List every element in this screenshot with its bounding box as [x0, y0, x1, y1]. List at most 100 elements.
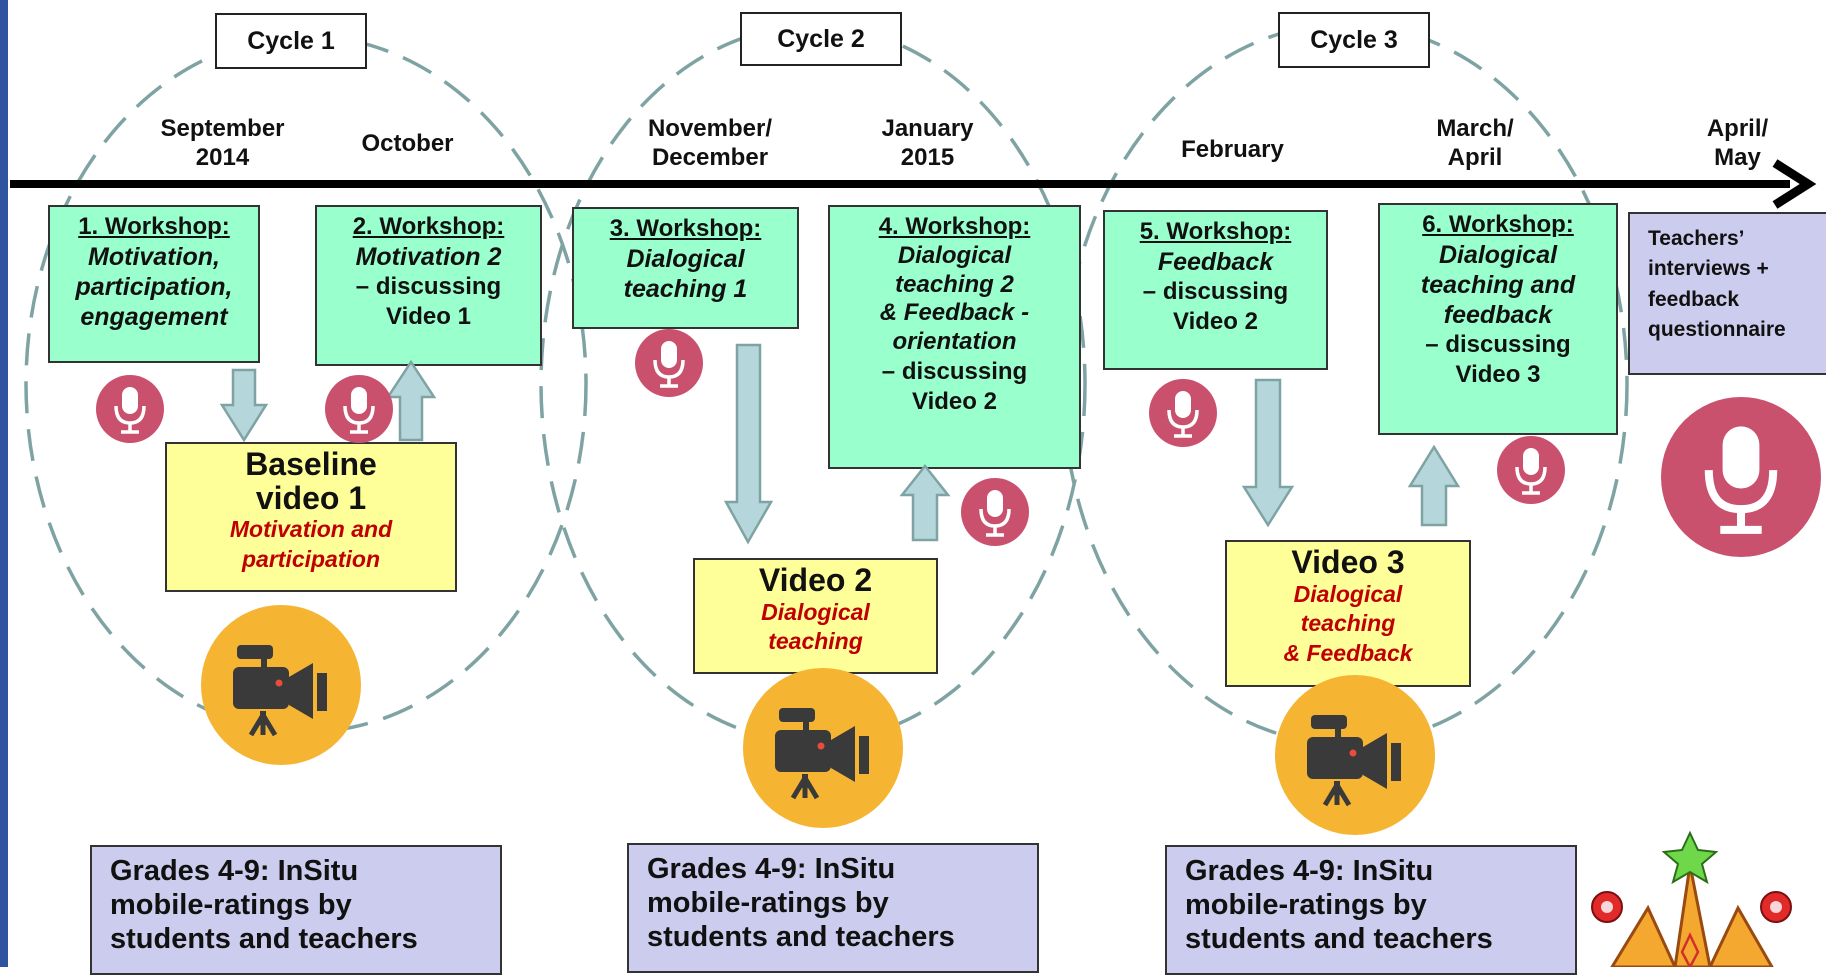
ratings-line: students and teachers [647, 920, 955, 953]
month-line: January [881, 115, 974, 142]
workshop-3-box: 3. Workshop: Dialogical teaching 1 [572, 207, 799, 329]
workshop-2-box: 2. Workshop: Motivation 2 – discussing V… [315, 205, 542, 366]
cycle-1-text: Cycle 1 [247, 26, 335, 55]
ratings-box-cycle-2: Grades 4-9: InSitu mobile-ratings by stu… [627, 843, 1039, 973]
video-subtitle-line: Dialogical [761, 598, 870, 625]
month-line: March/ [1436, 115, 1514, 142]
ratings-line: mobile-ratings by [647, 886, 889, 919]
microphone-icon [1497, 436, 1565, 504]
cycle-3-text: Cycle 3 [1310, 25, 1398, 54]
workshop-subtitle-line: Dialogical [1438, 240, 1558, 269]
month-line: April/ [1706, 115, 1769, 142]
arrow-up-icon [385, 359, 437, 442]
timeline-axis [10, 159, 1817, 209]
interviews-line: Teachers’ [1648, 227, 1745, 250]
month-label-march-april: March/ April [1395, 115, 1555, 173]
workshop-5-box: 5. Workshop: Feedback – discussing Video… [1103, 210, 1328, 370]
ratings-line: students and teachers [110, 922, 418, 955]
workshop-detail-line: Video 2 [1173, 307, 1258, 335]
left-accent-bar [0, 0, 8, 967]
arrow-down-icon [219, 368, 269, 443]
workshop-subtitle-line: engagement [80, 302, 228, 331]
workshop-detail-line: Video 3 [1455, 360, 1541, 388]
video-camera-icon [743, 668, 903, 828]
video-subtitle-line: teaching [1300, 610, 1396, 637]
workshop-subtitle-line: participation, [75, 272, 233, 301]
video-camera-icon [1275, 675, 1435, 835]
workshop-subtitle-line: Dialogical [626, 244, 745, 273]
workshop-subtitle-line: Dialogical [897, 241, 1012, 269]
arrow-down-icon [1241, 378, 1295, 528]
ratings-line: Grades 4-9: InSitu [647, 853, 896, 885]
arrow-down-icon [723, 343, 774, 545]
workshop-title: 6. Workshop [1422, 211, 1566, 238]
workshop-subtitle-line: Motivation 2 [355, 242, 502, 271]
ratings-line: Grades 4-9: InSitu [1185, 855, 1434, 887]
workshop-4-box: 4. Workshop: Dialogical teaching 2 & Fee… [828, 205, 1081, 469]
month-line: October [361, 130, 454, 157]
workshop-subtitle-line: & Feedback - [879, 299, 1030, 327]
interviews-line: feedback [1648, 287, 1740, 311]
ratings-line: mobile-ratings by [110, 888, 352, 921]
month-label-january-2015: January 2015 [845, 115, 1010, 173]
month-line: May [1714, 143, 1761, 171]
ratings-line: mobile-ratings by [1185, 888, 1427, 921]
workshop-title: 2. Workshop [352, 213, 497, 240]
month-line: April [1447, 143, 1503, 171]
workshop-detail-line: – discussing [355, 272, 502, 300]
video-1-box: Baseline video 1 Motivation and particip… [165, 442, 457, 592]
workshop-subtitle-line: Motivation, [88, 242, 220, 271]
arrow-up-icon [899, 463, 951, 542]
workshop-1-box: 1. Workshop: Motivation, participation, … [48, 205, 260, 363]
month-label-february: February [1150, 136, 1315, 165]
month-label-april-may: April/ May [1665, 115, 1810, 173]
workshop-subtitle-line: feedback [1443, 300, 1553, 329]
month-label-september-2014: September 2014 [130, 115, 315, 173]
workshop-6-box: 6. Workshop: Dialogical teaching and fee… [1378, 203, 1618, 435]
microphone-icon [635, 329, 703, 397]
video-title-line: Video 3 [1291, 544, 1405, 580]
month-label-november-december: November/ December [620, 115, 800, 173]
workshop-detail-line: – discussing [1142, 277, 1289, 305]
cycle-3-label: Cycle 3 [1278, 12, 1430, 68]
microphone-icon [961, 478, 1029, 546]
arrow-up-icon [1407, 444, 1461, 527]
workshop-title: 1. Workshop [78, 213, 222, 240]
month-line: February [1181, 136, 1284, 163]
workshop-subtitle-line: Feedback [1157, 247, 1274, 276]
workshop-subtitle-line: teaching and [1420, 270, 1576, 299]
video-subtitle-line: Motivation and [229, 516, 393, 543]
interviews-box: Teachers’ interviews + feedback question… [1628, 212, 1826, 375]
video-title-line: video 1 [255, 479, 367, 516]
workshop-detail-line: – discussing [1425, 330, 1571, 358]
video-subtitle-line: teaching [768, 628, 863, 655]
month-line: November/ [647, 115, 773, 142]
workshop-detail-line: – discussing [881, 357, 1028, 385]
month-line: December [651, 143, 769, 171]
microphone-icon [1149, 379, 1217, 447]
month-line: 2014 [195, 143, 250, 171]
video-subtitle-line: participation [241, 546, 380, 573]
crown-logo [1591, 830, 1792, 967]
workshop-title: 4. Workshop [878, 213, 1023, 240]
ratings-box-cycle-1: Grades 4-9: InSitu mobile-ratings by stu… [90, 845, 502, 975]
video-subtitle-line: & Feedback [1283, 640, 1413, 667]
month-label-october: October [330, 130, 485, 159]
workshop-subtitle-line: teaching 2 [895, 270, 1014, 298]
workshop-detail-line: Video 1 [386, 302, 471, 330]
video-camera-icon [201, 605, 361, 765]
video-subtitle-line: Dialogical [1293, 580, 1403, 607]
month-line: September [160, 115, 285, 142]
ratings-box-cycle-3: Grades 4-9: InSitu mobile-ratings by stu… [1165, 845, 1577, 975]
video-3-box: Video 3 Dialogical teaching & Feedback [1225, 540, 1471, 687]
microphone-icon-large [1661, 397, 1821, 557]
workshop-subtitle-line: orientation [892, 328, 1017, 356]
workshop-title: 5. Workshop [1139, 218, 1284, 245]
microphone-icon [96, 375, 164, 443]
cycle-2-label: Cycle 2 [740, 12, 902, 66]
month-line: 2015 [900, 143, 955, 171]
video-title-line: Video 2 [758, 562, 873, 598]
cycle-2-text: Cycle 2 [777, 24, 865, 53]
